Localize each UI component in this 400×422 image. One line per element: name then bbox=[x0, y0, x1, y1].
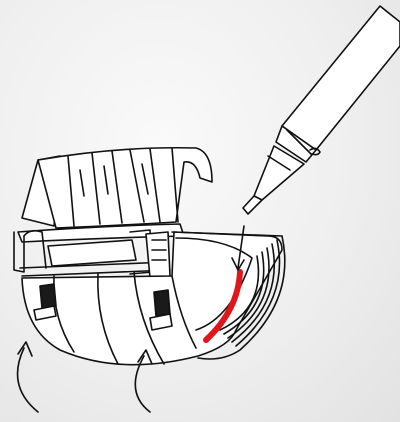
left-latch bbox=[40, 284, 56, 308]
cartridge-body bbox=[282, 6, 400, 150]
right-latch bbox=[154, 290, 170, 316]
left-guidance-arrow bbox=[18, 348, 38, 412]
hinged-cover bbox=[18, 148, 212, 242]
sealant-cartridge bbox=[243, 6, 400, 214]
nozzle-tip bbox=[243, 196, 262, 214]
